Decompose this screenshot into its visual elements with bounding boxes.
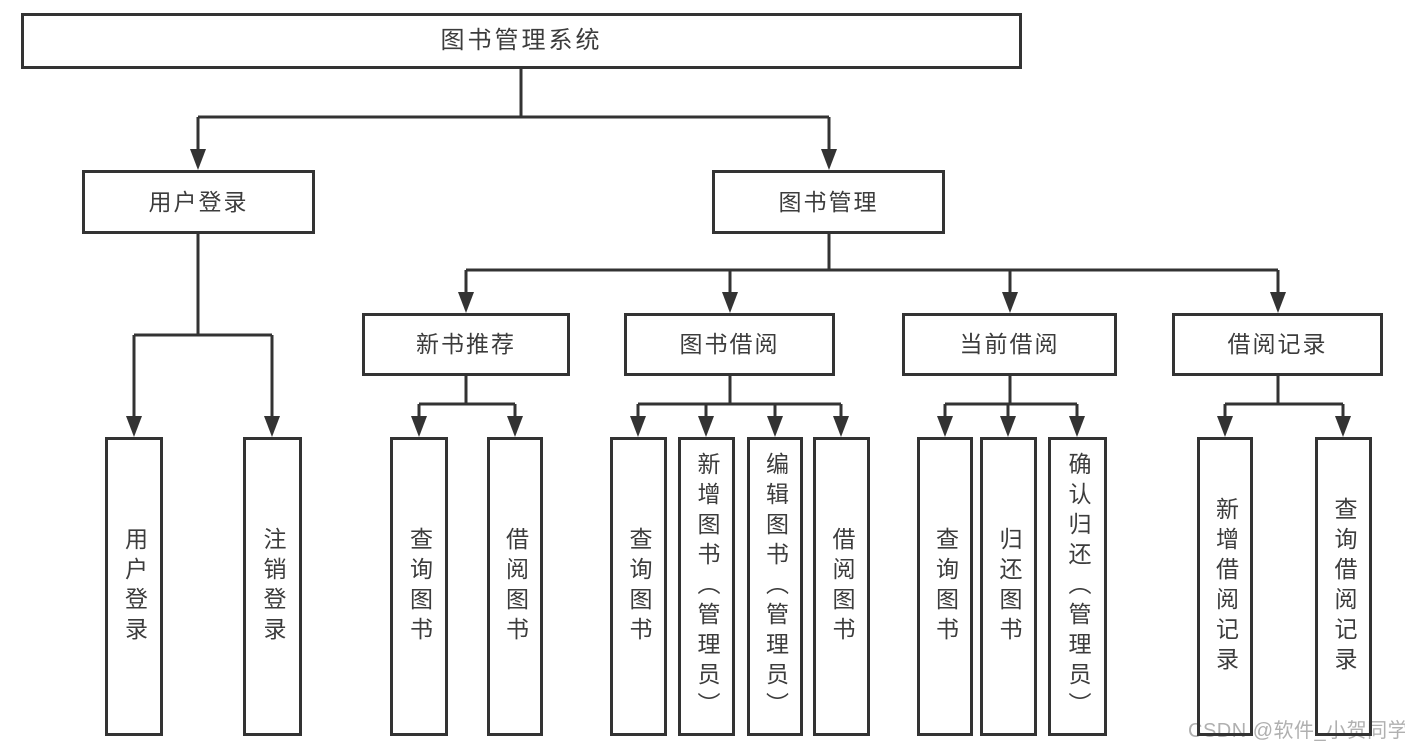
node-root-label: 图书管理系统 [440,27,603,54]
node-book-management: 图书管理 [712,170,945,234]
leaf-edit-books-admin-label: 编辑图书（管理员） [762,451,789,722]
leaf-return-books-label: 归还图书 [996,526,1022,647]
leaf-query-books-recommend: 查询图书 [390,437,448,736]
node-borrow-records-label: 借阅记录 [1227,331,1328,357]
node-user-login: 用户登录 [82,170,315,234]
leaf-logout: 注销登录 [243,437,302,736]
leaf-query-books-current-label: 查询图书 [932,526,959,647]
leaf-query-borrow-record-label: 查询借阅记录 [1331,496,1357,677]
leaf-confirm-return-admin: 确认归还（管理员） [1048,437,1107,736]
leaf-borrow-books-recommend-label: 借阅图书 [502,526,529,647]
node-current-borrow-label: 当前借阅 [959,331,1060,357]
leaf-query-books-borrow: 查询图书 [610,437,667,736]
node-borrow-records: 借阅记录 [1172,313,1383,376]
leaf-add-borrow-record-label: 新增借阅记录 [1212,496,1239,677]
node-book-borrow-label: 图书借阅 [679,331,780,357]
leaf-add-books-admin: 新增图书（管理员） [678,437,735,736]
leaf-user-login-label: 用户登录 [121,526,148,647]
leaf-logout-label: 注销登录 [260,526,286,647]
node-root: 图书管理系统 [21,13,1022,69]
node-new-book-recommend-label: 新书推荐 [416,331,516,357]
leaf-query-books-borrow-label: 查询图书 [626,526,652,647]
leaf-borrow-books: 借阅图书 [813,437,870,736]
leaf-borrow-books-recommend: 借阅图书 [487,437,543,736]
node-user-login-label: 用户登录 [148,188,249,215]
leaf-add-books-admin-label: 新增图书（管理员） [694,451,720,722]
leaf-return-books: 归还图书 [980,437,1037,736]
watermark: CSDN @软件_小贺同学 [1188,720,1405,742]
leaf-add-borrow-record: 新增借阅记录 [1197,437,1253,736]
node-book-borrow: 图书借阅 [624,313,835,376]
leaf-confirm-return-admin-label: 确认归还（管理员） [1065,451,1091,722]
leaf-query-books-recommend-label: 查询图书 [406,526,433,647]
leaf-query-borrow-record: 查询借阅记录 [1315,437,1372,736]
node-book-management-label: 图书管理 [778,188,879,215]
node-current-borrow: 当前借阅 [902,313,1117,376]
leaf-borrow-books-label: 借阅图书 [829,526,855,647]
leaf-user-login: 用户登录 [105,437,163,736]
leaf-query-books-current: 查询图书 [917,437,973,736]
leaf-edit-books-admin: 编辑图书（管理员） [747,437,803,736]
node-new-book-recommend: 新书推荐 [362,313,570,376]
